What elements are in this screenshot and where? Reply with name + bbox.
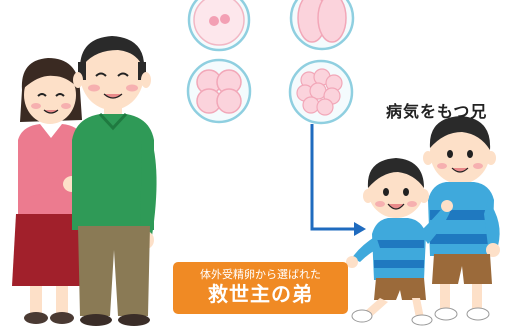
savior-caption-subtitle: 体外受精卵から選ばれた bbox=[200, 268, 321, 281]
mother-figure bbox=[12, 58, 90, 324]
savior-caption-title: 救世主の弟 bbox=[208, 282, 313, 306]
savior-caption-box: 体外受精卵から選ばれた 救世主の弟 bbox=[173, 262, 348, 314]
embryo-morula-icon bbox=[288, 59, 354, 125]
sick-sibling-label: 病気をもつ兄 bbox=[386, 102, 488, 121]
younger-brother-figure bbox=[346, 158, 453, 326]
older-brother-figure bbox=[423, 116, 500, 321]
embryo-1-cell-icon bbox=[187, 0, 251, 52]
embryo-2-cell-icon bbox=[289, 0, 355, 51]
selection-arrow bbox=[310, 124, 366, 236]
embryo-4-cell-icon bbox=[186, 58, 252, 124]
father-figure bbox=[72, 36, 157, 326]
